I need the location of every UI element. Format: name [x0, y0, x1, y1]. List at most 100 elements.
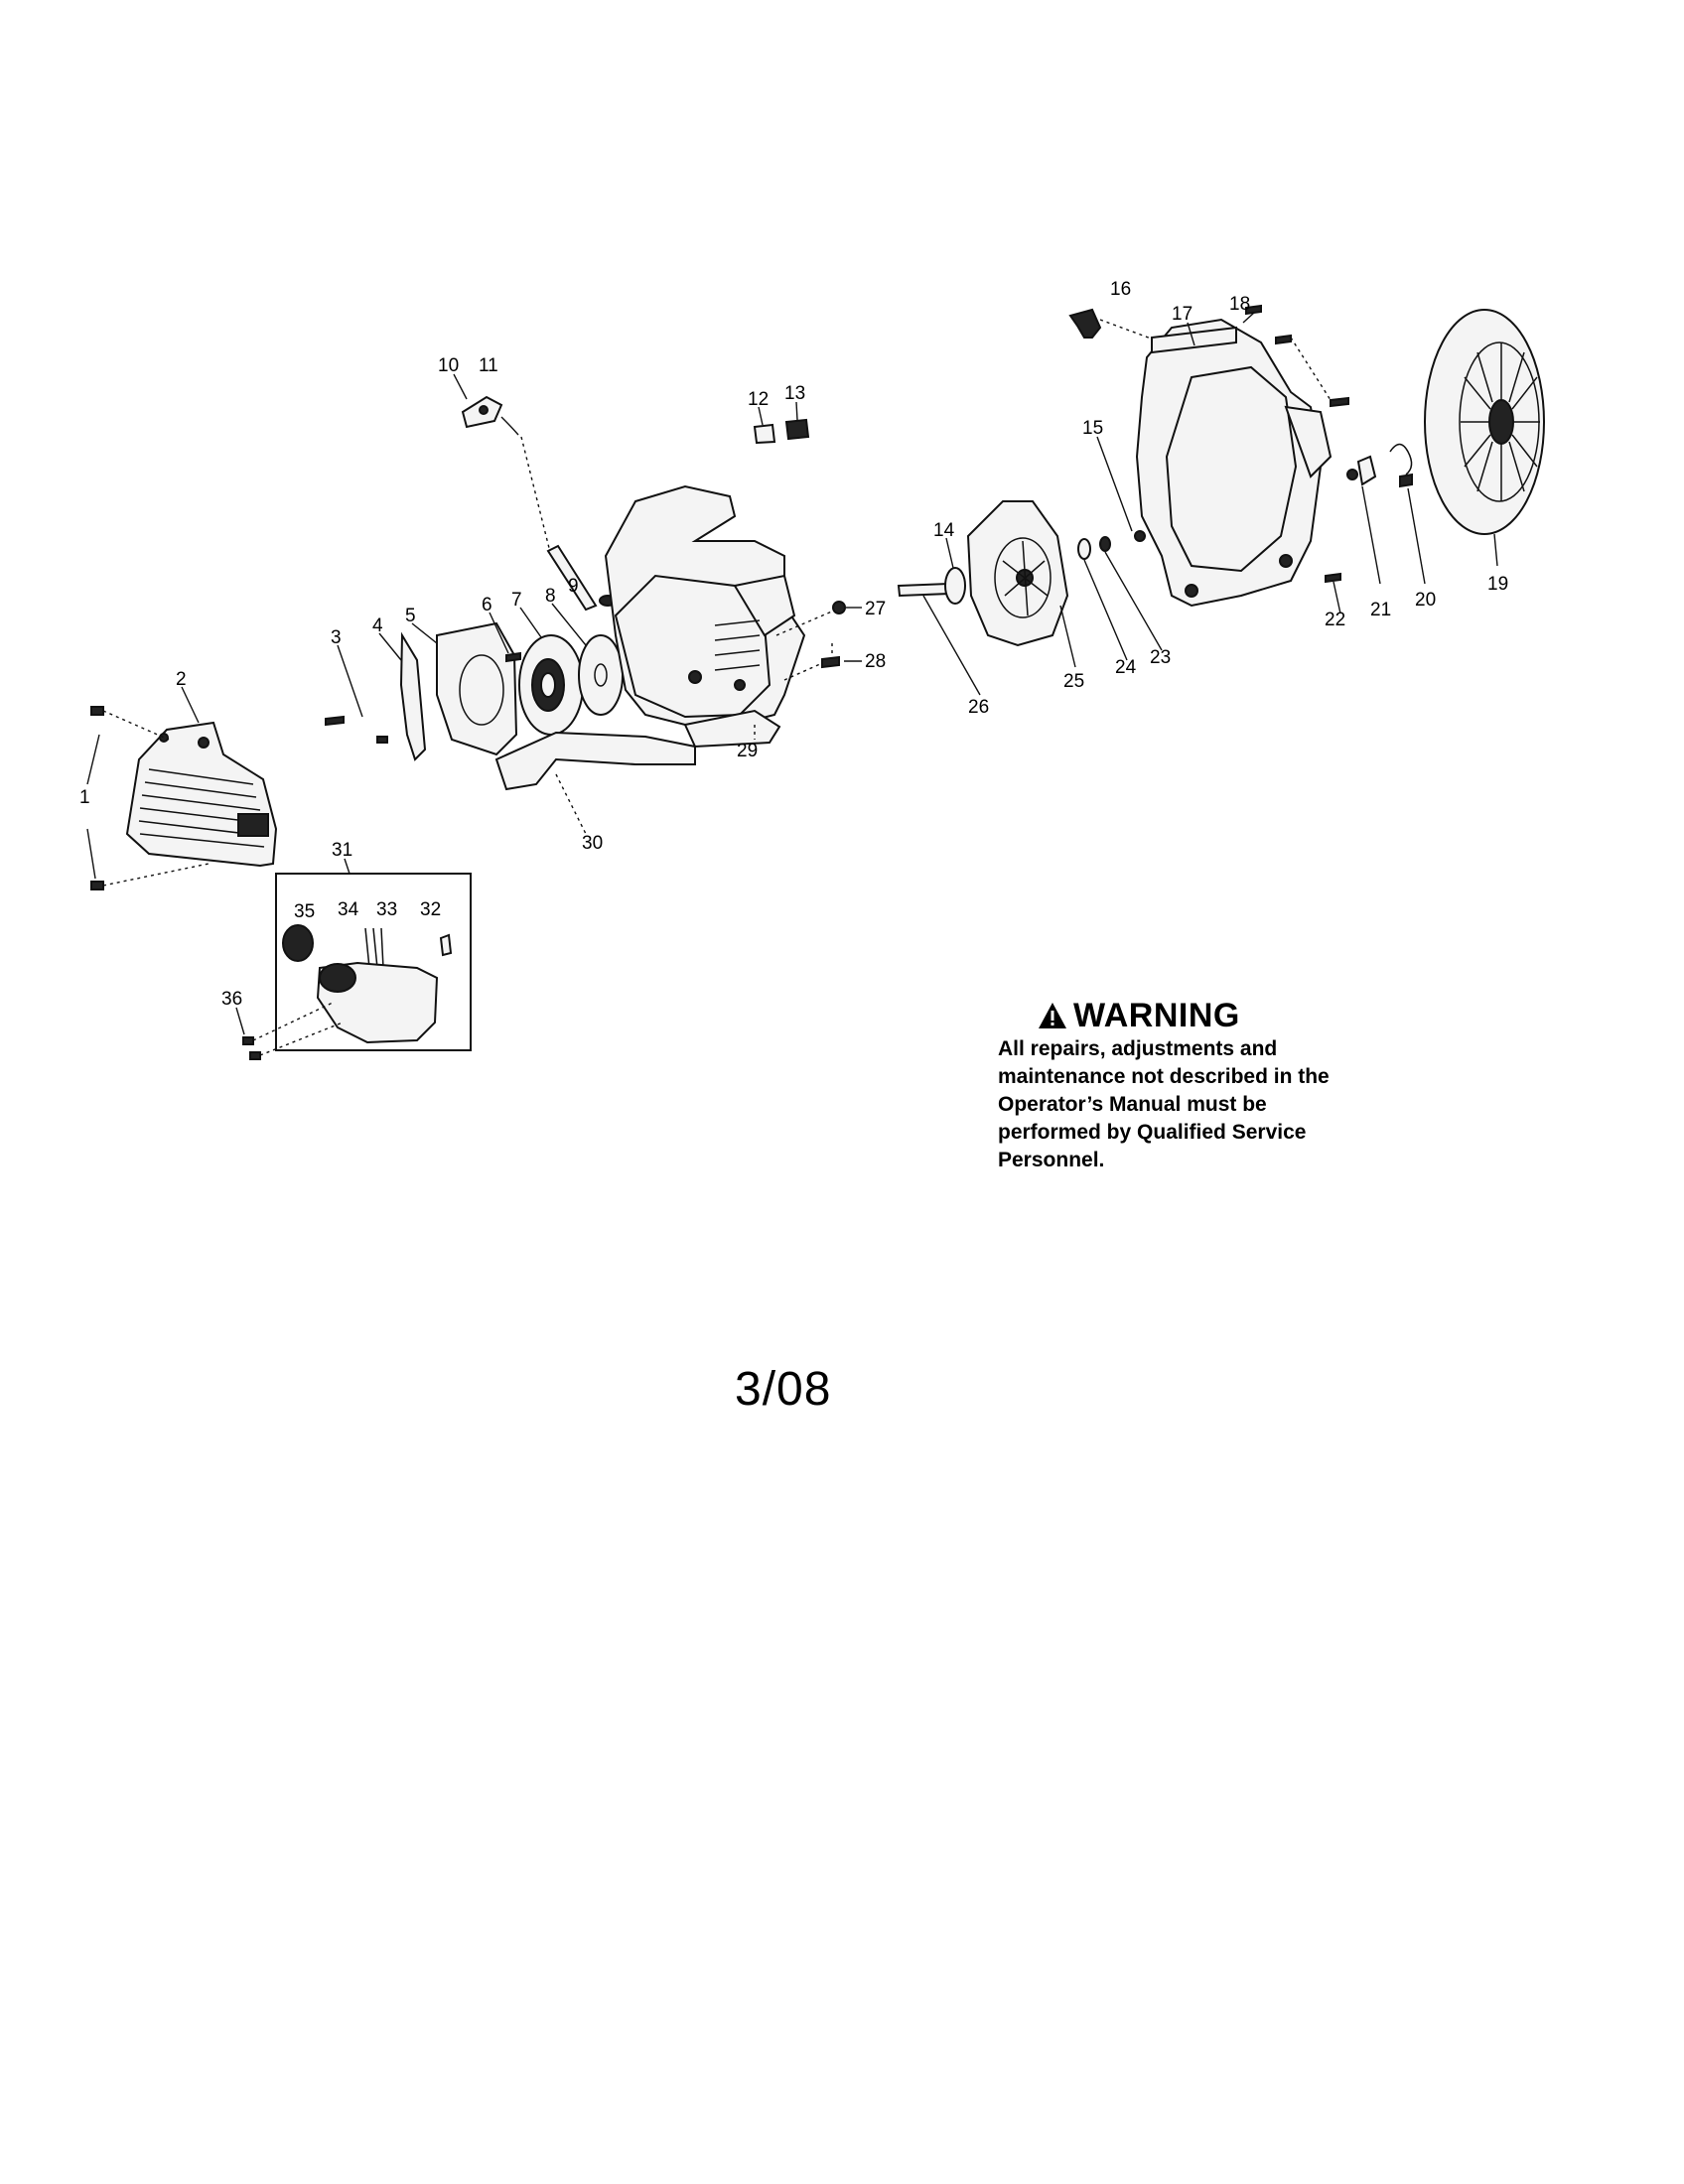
callout-26: 26 [968, 697, 989, 718]
spring-20 [1389, 443, 1413, 488]
leader-4 [378, 632, 402, 661]
handle-30 [494, 731, 696, 791]
warning-notice: WARNING All repairs, adjustments and mai… [998, 998, 1355, 1174]
screw-1-bottom [90, 881, 104, 890]
intake-grille-19 [1424, 309, 1545, 535]
callout-27: 27 [865, 599, 886, 619]
muffler-cover [125, 721, 278, 868]
leader-5 [411, 622, 438, 644]
callout-9: 9 [568, 576, 579, 597]
leader-20 [1407, 487, 1426, 585]
callout-7: 7 [511, 590, 522, 611]
leader-26 [922, 595, 981, 696]
leader-1b [102, 863, 210, 887]
leader-15 [1096, 436, 1133, 532]
pin-33 [380, 927, 384, 969]
callout-1: 1 [79, 787, 90, 808]
callout-21: 21 [1370, 600, 1391, 620]
clamp-34 [364, 927, 378, 969]
grommet-10 [461, 395, 503, 429]
leader-28 [783, 643, 833, 681]
block-12 [753, 423, 776, 445]
flywheel-7 [518, 634, 584, 736]
screw-18a [1245, 304, 1262, 316]
warning-heading: WARNING [1038, 998, 1355, 1033]
warning-text: All repairs, adjustments and maintenance… [998, 1037, 1330, 1171]
screw-15 [1134, 530, 1146, 542]
leader-11 [520, 436, 552, 557]
callout-5: 5 [405, 606, 416, 626]
callout-18: 18 [1229, 294, 1250, 315]
nut-23 [1099, 536, 1111, 552]
callout-10: 10 [438, 355, 459, 376]
leader-7 [519, 607, 542, 638]
callout-19: 19 [1487, 574, 1508, 595]
callout-15: 15 [1082, 418, 1103, 439]
callout-12: 12 [748, 389, 769, 410]
screw-18b [1275, 334, 1292, 345]
callout-2: 2 [176, 669, 187, 690]
impeller-25 [966, 500, 1069, 647]
callout-6: 6 [482, 595, 492, 615]
leader-36 [252, 1002, 344, 1056]
warning-title: WARNING [1073, 997, 1240, 1034]
callout-4: 4 [372, 615, 383, 636]
callout-13: 13 [784, 383, 805, 404]
block-13 [784, 418, 810, 441]
leader-19 [1493, 533, 1498, 567]
washer-8 [578, 634, 624, 716]
warning-triangle-icon [1039, 1003, 1066, 1028]
screw-3 [325, 715, 388, 744]
leader-25 [1059, 605, 1076, 668]
leader-17 [1187, 322, 1195, 346]
screw-28 [821, 655, 840, 669]
shaft-26 [897, 582, 951, 598]
screw-18c [1330, 396, 1349, 408]
leader-23 [1104, 551, 1163, 651]
callout-35: 35 [294, 901, 315, 922]
blower-housing-left [604, 484, 806, 749]
kit-box-31 [275, 873, 472, 1051]
callout-22: 22 [1325, 610, 1345, 630]
callout-16: 16 [1110, 279, 1131, 300]
leader-1-bracket [86, 734, 100, 880]
leader-21 [1361, 485, 1381, 585]
tube-11 [500, 416, 519, 436]
part-21 [1346, 455, 1377, 486]
kit-cover [316, 961, 439, 1044]
callout-25: 25 [1063, 671, 1084, 692]
screw-22 [1325, 572, 1341, 584]
washer-24 [1077, 538, 1091, 560]
callout-14: 14 [933, 520, 955, 541]
switch-16 [1068, 308, 1102, 339]
leader-8 [551, 603, 587, 646]
spacer-14 [944, 567, 966, 605]
callout-34: 34 [338, 899, 359, 920]
leader-14 [945, 537, 954, 569]
leader-2 [181, 686, 200, 724]
callout-28: 28 [865, 651, 886, 672]
leader-12 [758, 406, 764, 426]
leader-6 [489, 612, 509, 654]
plate-5 [436, 621, 518, 756]
callout-20: 20 [1415, 590, 1436, 611]
leader-36-line [235, 1007, 245, 1035]
callout-31: 31 [332, 840, 352, 861]
clip-32 [439, 933, 453, 957]
leader-24 [1083, 559, 1128, 661]
screw-1-top [90, 706, 104, 716]
callout-3: 3 [331, 627, 342, 648]
callout-32: 32 [420, 899, 441, 920]
leader-31 [344, 858, 351, 875]
callout-8: 8 [545, 586, 556, 607]
leader-18 [1242, 312, 1255, 324]
screw-36 [242, 1036, 261, 1060]
callout-36: 36 [221, 989, 242, 1010]
callout-30: 30 [582, 833, 603, 854]
leader-30 [555, 773, 587, 835]
leader-3 [337, 644, 363, 718]
date-code: 3/08 [735, 1363, 832, 1416]
blower-housing-right [1135, 318, 1333, 608]
callout-17: 17 [1172, 304, 1193, 325]
